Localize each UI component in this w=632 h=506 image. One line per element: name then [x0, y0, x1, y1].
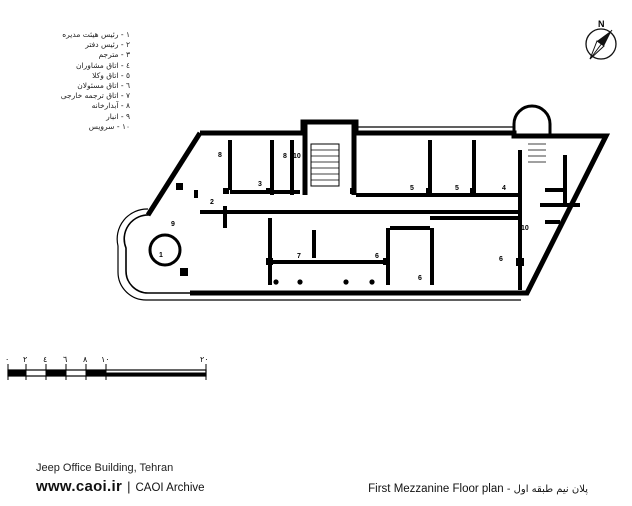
- room-label: 4: [502, 185, 506, 192]
- legend-item: ۱۰ - سرویس: [88, 121, 130, 131]
- legend-item: ۸ - آبدارخانه: [91, 101, 130, 111]
- archive-label: CAOI Archive: [135, 482, 205, 494]
- scale-label: ۰: [5, 355, 9, 364]
- room-label: 5: [455, 185, 459, 192]
- legend-item: ۷ - اتاق ترجمه خارجی: [60, 91, 130, 101]
- scale-label: ۲: [23, 355, 27, 364]
- stair-treads: [311, 137, 546, 181]
- interior-walls: [194, 140, 580, 290]
- room-label: 6: [418, 275, 422, 282]
- room-label: 10: [293, 153, 301, 160]
- scale-label: ٦: [63, 355, 67, 364]
- legend-item: ۲ - رئیس دفتر: [85, 40, 130, 50]
- room-label: 1: [159, 252, 163, 259]
- north-arrow-icon: N: [585, 19, 617, 60]
- columns: [176, 183, 524, 276]
- scale-label: ۱۰: [101, 355, 110, 364]
- north-label: N: [598, 19, 605, 29]
- room-label: 2: [210, 199, 214, 206]
- room-label: 8: [283, 153, 287, 160]
- legend-item: ۹ - انبار: [106, 111, 130, 121]
- plan-title: First Mezzanine Floor plan پلان نیم طبقه…: [368, 483, 588, 495]
- legend-item: ۳ - مترجم: [98, 50, 130, 60]
- room-legend: ۱ - رئیس هیئت مدیره ۲ - رئیس دفتر ۳ - مت…: [22, 30, 130, 132]
- room-label: 8: [218, 152, 222, 159]
- room-label: 10: [521, 225, 529, 232]
- legend-item: ٥ - اتاق وکلا: [92, 70, 130, 80]
- legend-item: ۱ - رئیس هیئت مدیره: [62, 30, 130, 39]
- legend-item: ٦ - اتاق مسئولان: [77, 81, 130, 91]
- room-label: 5: [410, 185, 414, 192]
- scale-label: ٤: [43, 355, 47, 364]
- scale-bar: ۰ ۲ ٤ ٦ ۸ ۱۰ ۲۰: [5, 355, 209, 380]
- room-labels: 1 2 3 4 5 5 6 6 6 7 8 8 9 10 10: [159, 152, 529, 282]
- legend-item: ٤ - اتاق مشاوران: [76, 60, 130, 70]
- caption-separator: |: [127, 479, 131, 494]
- room-label: 6: [375, 253, 379, 260]
- scale-label: ۸: [83, 355, 88, 364]
- plan-title-en: First Mezzanine Floor plan: [368, 483, 504, 495]
- round-bay: [148, 233, 182, 267]
- source-caption: www.caoi.ir | CAOI Archive: [36, 478, 205, 496]
- colonnade-dots: [273, 279, 375, 285]
- building-caption: Jeep Office Building, Tehran: [36, 462, 174, 474]
- room-label: 3: [258, 181, 262, 188]
- plan-title-fa: پلان نیم طبقه اول -: [506, 484, 588, 495]
- room-label: 9: [171, 221, 175, 228]
- room-label: 6: [499, 256, 503, 263]
- site-link[interactable]: www.caoi.ir: [36, 478, 123, 495]
- room-label: 7: [297, 253, 301, 260]
- scale-label: ۲۰: [200, 355, 209, 364]
- building-outline: [116, 104, 611, 301]
